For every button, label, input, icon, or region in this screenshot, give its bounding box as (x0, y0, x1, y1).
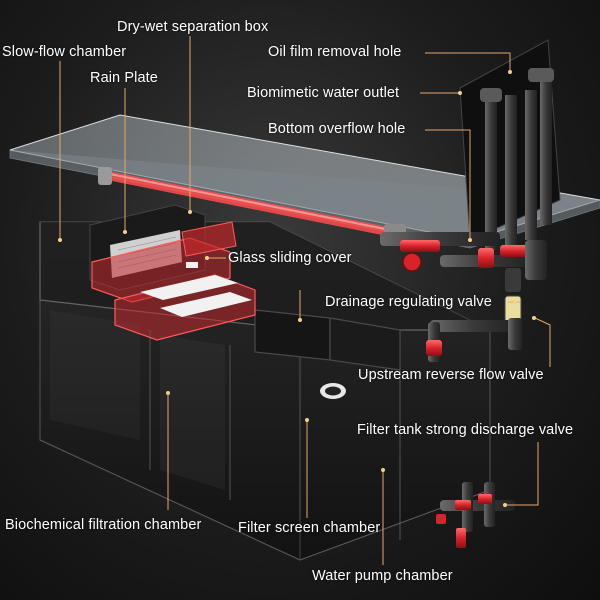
label-rain-plate: Rain Plate (90, 70, 158, 86)
label-filter-tank-strong-discharge-valve: Filter tank strong discharge valve (357, 422, 574, 438)
vertical-pipes (480, 68, 554, 250)
pump-hole (320, 383, 346, 399)
label-glass-sliding-cover: Glass sliding cover (228, 250, 352, 266)
sliding-drawers (91, 221, 256, 341)
glass-lid (9, 114, 600, 249)
discharge-manifold (436, 482, 515, 548)
label-dry-wet-separation-box: Dry-wet separation box (117, 19, 269, 35)
label-oil-film-removal-hole: Oil film removal hole (268, 44, 402, 60)
leader-lines (58, 36, 551, 565)
valve-assembly (380, 232, 547, 362)
chamber-partitions (149, 309, 401, 540)
label-biochemical-filtration-chamber: Biochemical filtration chamber (5, 517, 202, 533)
label-drainage-regulating-valve: Drainage regulating valve (325, 294, 492, 310)
label-water-pump-chamber: Water pump chamber (312, 568, 453, 584)
label-biomimetic-water-outlet: Biomimetic water outlet (247, 85, 400, 101)
label-slow-flow-chamber: Slow-flow chamber (2, 44, 127, 60)
label-bottom-overflow-hole: Bottom overflow hole (268, 121, 406, 137)
label-filter-screen-chamber: Filter screen chamber (238, 520, 381, 536)
label-upstream-reverse-flow-valve: Upstream reverse flow valve (358, 367, 544, 383)
